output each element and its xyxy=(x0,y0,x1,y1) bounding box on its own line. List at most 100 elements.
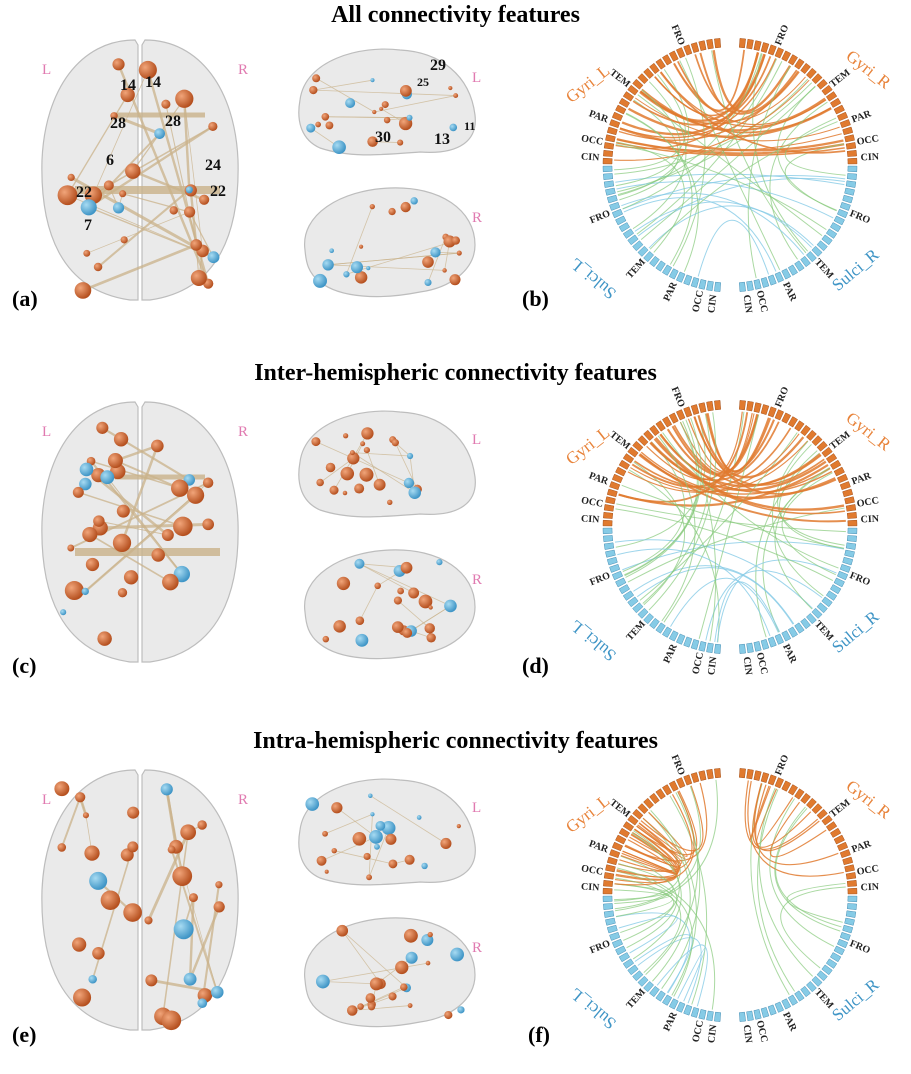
brain-node xyxy=(400,201,411,213)
chord-segment-sulci-right xyxy=(816,240,828,252)
connection-edge xyxy=(315,441,410,484)
lobe-label: CIN xyxy=(706,293,719,313)
chord-segment-gyri-right xyxy=(821,446,833,458)
group-label-gyri-left: Gyri_L xyxy=(562,791,613,837)
brain-node xyxy=(332,140,346,155)
chord-segment-sulci-left xyxy=(706,280,714,292)
brain-node xyxy=(448,85,453,91)
chord-link xyxy=(753,783,839,866)
brain-node xyxy=(309,85,318,95)
hemisphere-label-right-axial: R xyxy=(238,792,248,808)
chord-link xyxy=(649,441,827,492)
brain-node xyxy=(116,504,130,518)
group-label-sulci-left: Sulci_L xyxy=(566,254,619,303)
chord-segment-sulci-left xyxy=(605,549,616,558)
chord-segment-sulci-left xyxy=(609,563,621,573)
connection-edge xyxy=(368,814,373,878)
brain-node xyxy=(161,99,171,109)
lobe-label: OCC xyxy=(690,651,706,675)
chord-segment-gyri-right xyxy=(760,772,770,783)
chord-segment-sulci-right xyxy=(833,215,845,226)
chord-link xyxy=(650,810,697,996)
brain-node xyxy=(325,462,336,473)
group-label-sulci-right: Sulci_R xyxy=(828,975,883,1025)
brain-node xyxy=(359,467,374,482)
axial-nodes xyxy=(60,421,215,646)
chord-segment-sulci-right xyxy=(746,280,754,292)
group-label-sulci-left: Sulci_L xyxy=(566,984,619,1033)
brain-node xyxy=(427,931,433,938)
chord-segment-sulci-right xyxy=(794,622,805,634)
chord-segment-sulci-left xyxy=(615,215,627,226)
chord-link xyxy=(679,421,717,642)
chord-segment-sulci-right xyxy=(821,964,833,976)
connection-edge xyxy=(165,104,197,246)
chord-segment-gyri-left xyxy=(637,803,649,815)
chord-segment-gyri-left xyxy=(675,777,686,789)
brain-node xyxy=(74,282,92,299)
lobe-label: CIN xyxy=(581,151,601,163)
brain-node xyxy=(173,516,193,537)
chord-segment-gyri-left xyxy=(602,887,613,895)
lobe-label: CIN xyxy=(741,294,754,314)
lobe-label: OCC xyxy=(580,495,604,510)
brain-node xyxy=(322,830,328,837)
chord-segment-gyri-right xyxy=(811,435,823,447)
chord-link xyxy=(628,469,720,643)
chord-segment-sulci-left xyxy=(627,964,639,976)
axial-nodes xyxy=(54,781,225,1031)
chord-link xyxy=(625,419,700,578)
chord-link xyxy=(621,484,845,549)
chord-link xyxy=(627,507,845,583)
chord-segment-sulci-left xyxy=(615,577,627,588)
brain-node xyxy=(144,916,153,925)
brain-node xyxy=(138,60,157,80)
brain-node xyxy=(425,960,431,966)
chord-segment-gyri-left xyxy=(643,797,654,809)
brain-node xyxy=(127,806,140,819)
lobe-label: CIN xyxy=(860,151,880,163)
connection-edge xyxy=(352,452,411,457)
brain-node xyxy=(403,928,418,943)
chord-link xyxy=(653,438,846,515)
chord-segment-gyri-right xyxy=(760,404,770,415)
chord-segment-gyri-left xyxy=(627,84,639,96)
brain-node xyxy=(81,587,89,596)
chord-link xyxy=(617,53,762,196)
chord-segment-sulci-left xyxy=(643,251,654,263)
chord-segment-sulci-right xyxy=(774,633,785,645)
chord-segment-sulci-right xyxy=(806,613,817,625)
chord-segment-gyri-left xyxy=(649,424,660,437)
chord-segment-sulci-right xyxy=(839,931,851,941)
brain-node xyxy=(169,206,178,215)
chord-link xyxy=(617,548,771,637)
chord-segment-sulci-left xyxy=(675,633,686,645)
chord-segment-gyri-left xyxy=(690,42,700,53)
chord-segment-gyri-left xyxy=(606,488,618,498)
brain-node xyxy=(324,869,329,874)
chord-segment-sulci-right xyxy=(846,535,857,543)
roi-number-axial: 28 xyxy=(165,113,181,130)
brain-node xyxy=(357,1003,364,1010)
brain-node xyxy=(343,433,349,439)
brain-node xyxy=(373,478,386,491)
group-label-gyri-left: Gyri_L xyxy=(562,61,613,107)
chord-segment-sulci-right xyxy=(753,641,762,652)
group-label-sulci-right: Sulci_R xyxy=(828,245,883,295)
chord-segment-sulci-left xyxy=(602,527,613,535)
chord-segment-gyri-right xyxy=(836,473,849,484)
chord-segment-gyri-right xyxy=(800,424,811,437)
chord-segment-sulci-left xyxy=(690,1007,700,1018)
roi-number-sagittal: 29 xyxy=(430,57,446,74)
chord-segment-gyri-right xyxy=(767,406,777,418)
connection-edge xyxy=(315,77,375,113)
brain-node xyxy=(202,477,214,488)
chord-segment-gyri-right xyxy=(753,40,762,51)
chord-segment-gyri-right xyxy=(738,768,746,779)
brain-node xyxy=(343,271,350,278)
chord-segment-gyri-left xyxy=(632,440,644,452)
brain-node xyxy=(173,565,191,583)
brain-node xyxy=(120,87,135,103)
